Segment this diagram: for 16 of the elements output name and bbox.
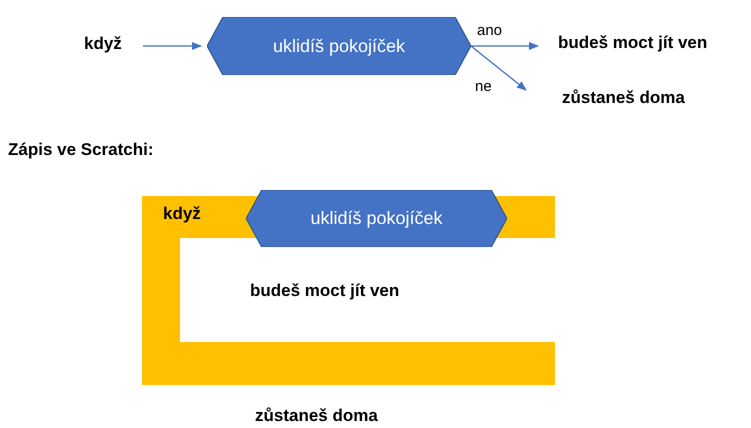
else-text: zůstaneš doma <box>255 406 378 426</box>
heading: Zápis ve Scratchi: <box>8 140 154 160</box>
block-text: uklidíš pokojíček <box>272 36 406 56</box>
block-label: když <box>163 204 201 224</box>
block-content-text: budeš moct jít ven <box>250 281 400 301</box>
arrow <box>471 42 539 50</box>
condition-text: když <box>84 34 142 58</box>
outcome-text: zůstaneš doma <box>562 88 720 112</box>
arrow <box>143 42 202 50</box>
arrow <box>470 46 527 91</box>
hexagon-block <box>246 190 507 247</box>
block-text: uklidíš pokojíček <box>310 208 443 229</box>
edge-label: ne <box>475 78 492 95</box>
hexagon-block <box>207 17 471 75</box>
outcome-text: budeš moct jít ven <box>558 33 728 57</box>
edge-label: ano <box>477 22 502 39</box>
